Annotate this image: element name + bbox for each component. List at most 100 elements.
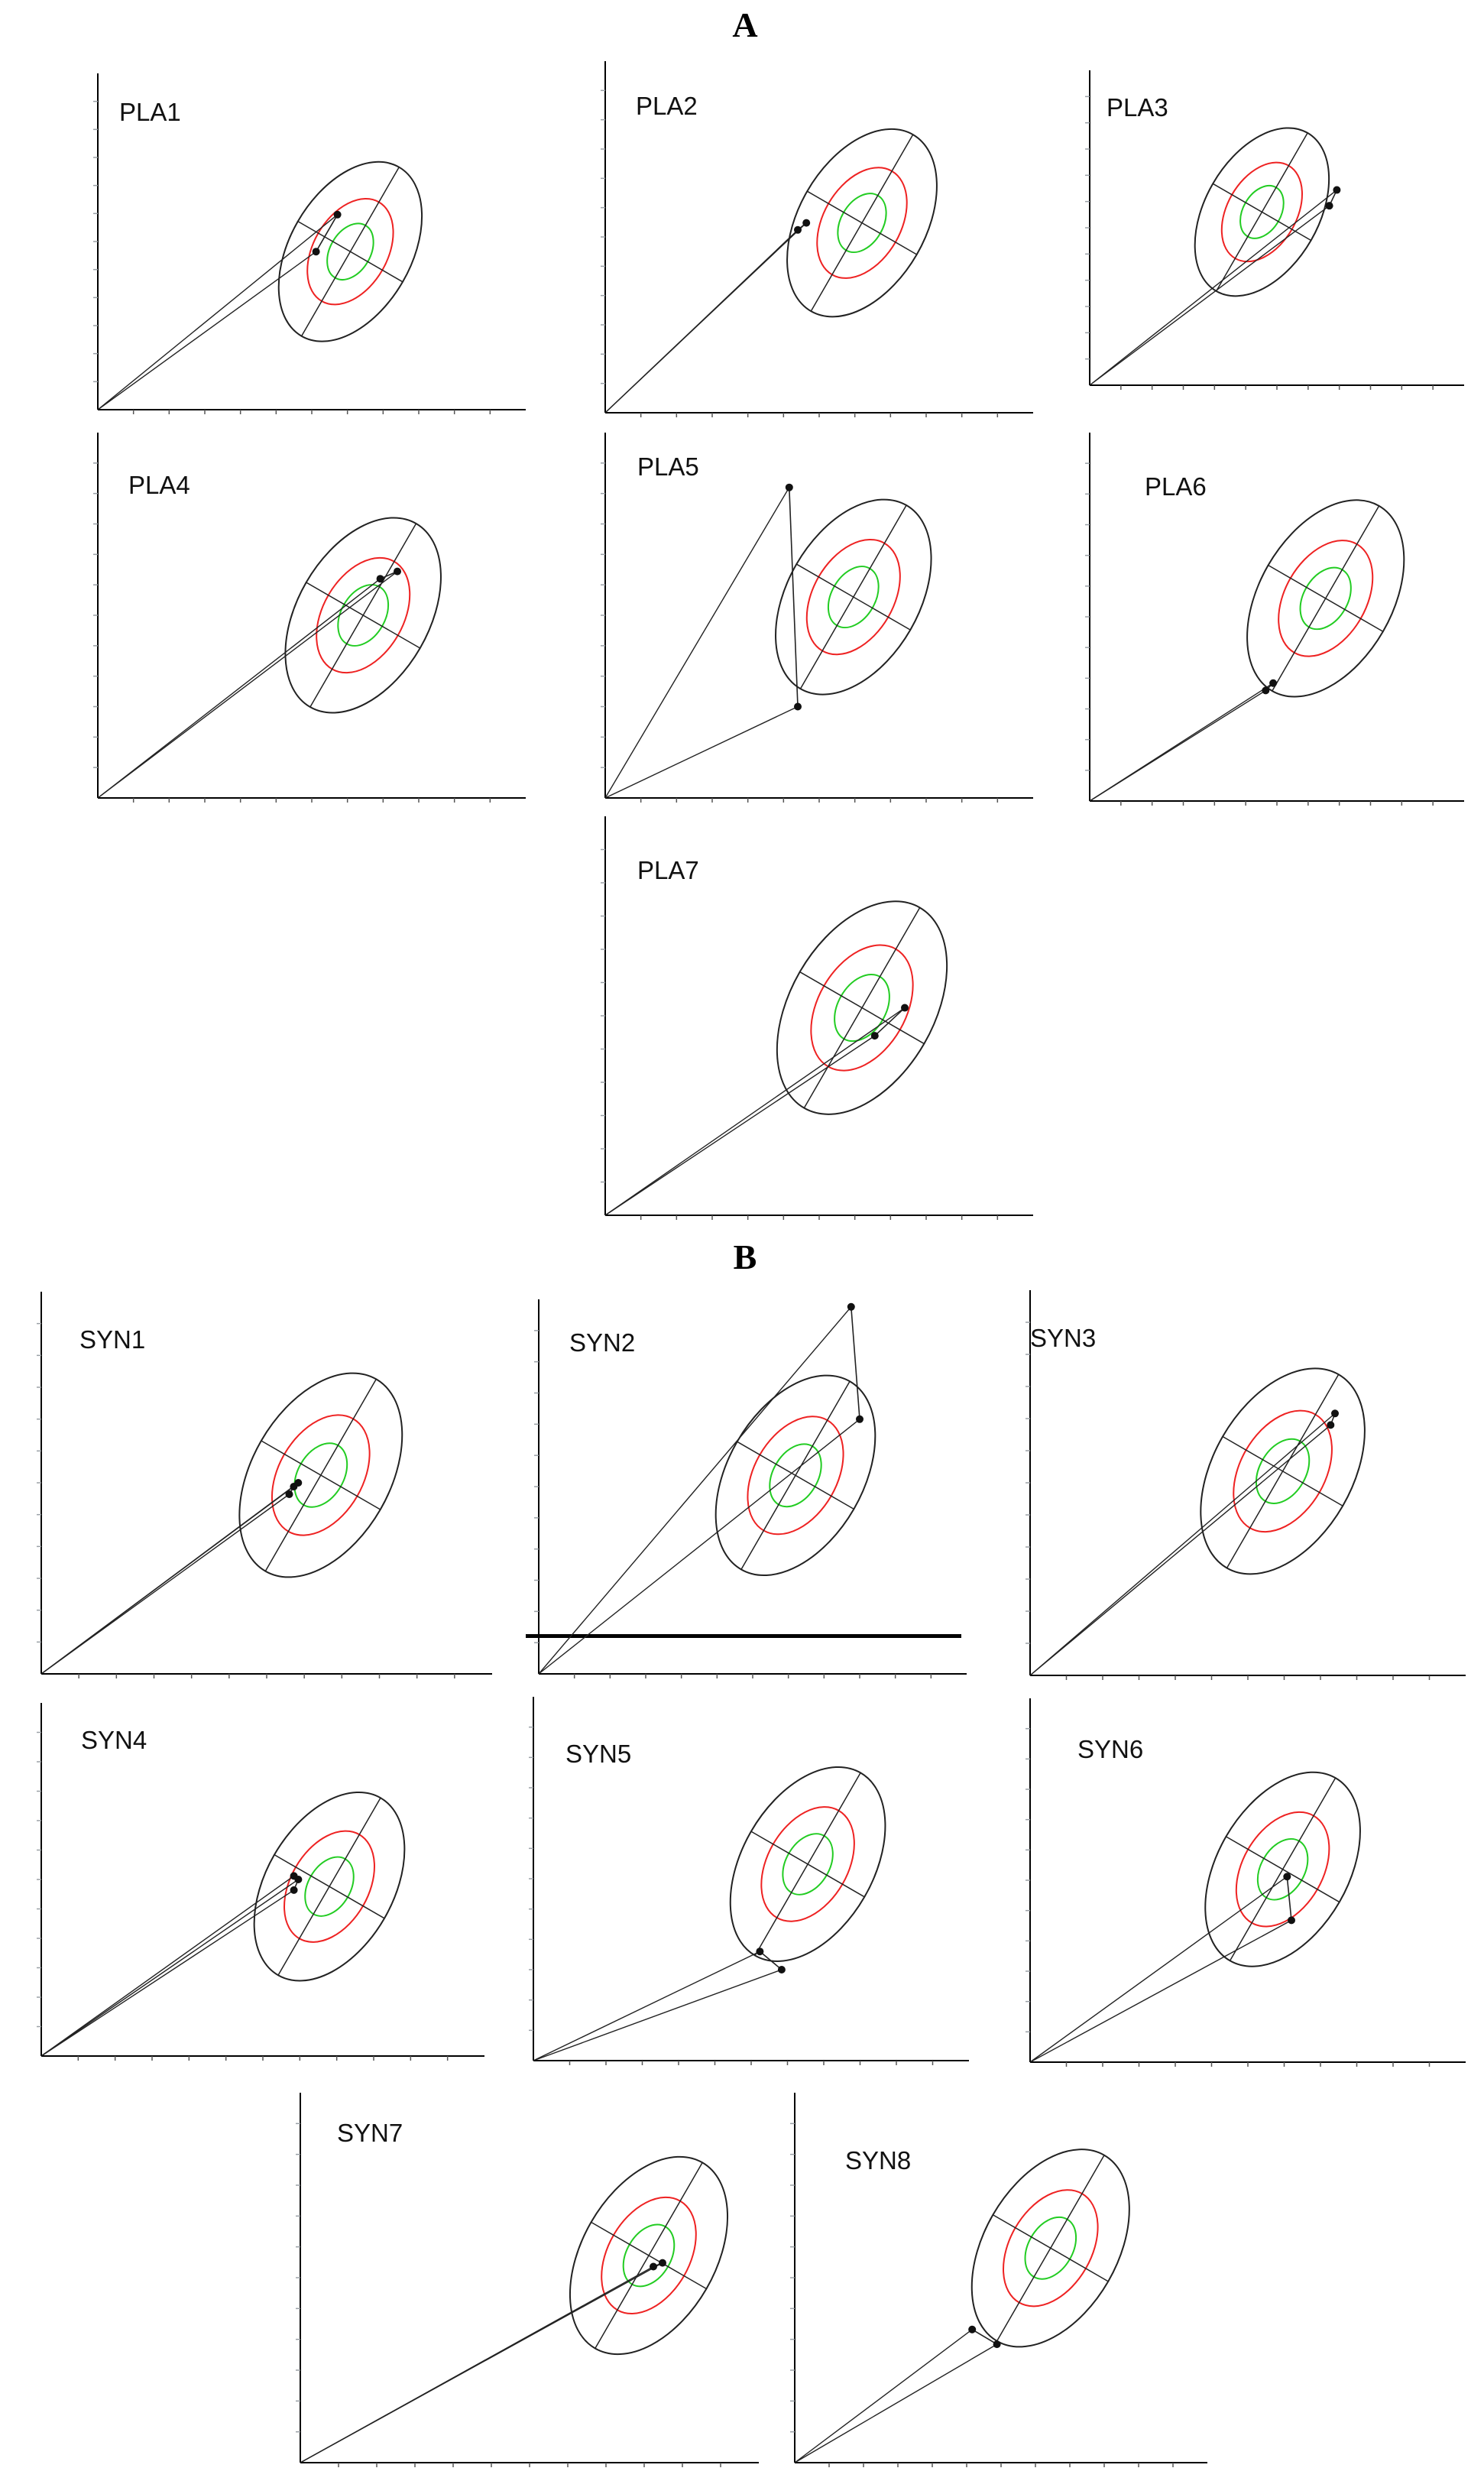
panel-label: SYN7 [337,2119,403,2147]
data-point [650,2262,657,2271]
vector-path [971,2329,998,2345]
impedance-vector [604,1035,876,1216]
vector-path [874,1007,906,1036]
impedance-vector [604,705,799,799]
rxc-panel: SYN3 [1026,1290,1466,1680]
rxc-plot [1085,433,1464,806]
rxc-plot [93,433,526,803]
impedance-vector [1089,190,1337,386]
rxc-plot [1026,1698,1466,2067]
rxc-plot [93,73,526,414]
minor-axis [306,582,421,649]
rxc-panel: SYN6 [1026,1698,1466,2067]
data-point [794,702,802,711]
impedance-vector [41,1493,290,1675]
panel-label: SYN1 [79,1325,146,1354]
impedance-vector [533,1951,760,2061]
minor-axis [1212,183,1311,242]
rxc-plot [534,1299,967,1678]
separator-line [526,1634,961,1638]
impedance-vector [41,1879,299,2057]
rxc-plot [601,61,1033,417]
data-point [1288,1916,1295,1925]
impedance-vector [604,487,790,799]
data-point [1269,679,1278,687]
rxc-panel: PLA7 [601,816,1033,1220]
rxc-panel: PLA5 [601,433,1033,803]
panel-label: SYN8 [845,2146,912,2175]
impedance-vector [41,1482,299,1675]
data-point [802,219,811,227]
data-point [968,2325,977,2333]
rxc-panel: SYN8 [790,2093,1207,2467]
vector-path [1286,1876,1292,1921]
panel-label: PLA1 [119,98,181,126]
rxc-panel: PLA4 [93,433,526,803]
rxc-panel: PLA2 [601,61,1033,417]
panel-label: PLA7 [637,856,699,884]
section-label-a: A [732,5,758,44]
panel-label: PLA2 [636,92,698,120]
vector-path [789,487,799,707]
minor-axis [274,1854,385,1919]
data-point [1283,1873,1291,1881]
panel-label: SYN5 [565,1740,632,1768]
rxc-plot [37,1703,484,2061]
data-point [794,225,802,234]
panel-label: PLA6 [1145,472,1207,501]
vector-path [759,1951,783,1970]
minor-axis [1226,1836,1340,1903]
minor-axis [261,1440,381,1510]
rxc-plot [37,1292,492,1678]
minor-axis [992,2214,1109,2282]
data-point [312,248,320,256]
data-point [1327,1421,1335,1429]
impedance-vector [300,2262,663,2463]
rxc-plot [1085,70,1464,390]
data-point [394,567,401,576]
impedance-vector [538,1419,860,1675]
impedance-vector [97,578,381,799]
panel-label: SYN6 [1077,1735,1144,1763]
impedance-vector [41,1875,295,2057]
impedance-vector [1029,1919,1292,2063]
vector-path [851,1306,860,1419]
data-point [847,1302,855,1311]
rxc-plot [529,1697,969,2065]
impedance-vector [1089,683,1274,802]
impedance-vector [1029,1412,1336,1676]
data-point [285,1490,293,1498]
data-point [333,210,342,219]
data-point [777,1966,786,1973]
rxc-panel: SYN2 [534,1299,967,1678]
data-point [870,1032,879,1040]
minor-axis [799,971,925,1045]
minor-axis [1222,1435,1343,1506]
data-point [785,483,793,491]
impedance-vector [533,1969,783,2061]
rxc-panel: SYN5 [529,1697,969,2065]
impedance-vector [1029,1876,1288,2063]
minor-axis [297,220,403,283]
data-point [756,1948,764,1956]
minor-axis [1268,564,1384,632]
impedance-vector [97,214,339,410]
data-point [294,1479,303,1487]
rxc-panel: PLA3 [1085,70,1464,390]
data-point [659,2259,666,2267]
impedance-vector [97,251,317,410]
impedance-vector [794,2343,997,2463]
impedance-vector [1089,205,1330,386]
minor-axis [750,1831,865,1898]
data-point [1325,202,1333,210]
rxc-plot [601,433,1033,803]
impedance-vector [1029,1424,1331,1676]
panel-label: PLA3 [1107,93,1168,122]
impedance-vector [604,1007,906,1216]
rxc-plot [296,2093,759,2467]
data-point [290,1872,298,1880]
rxc-panel: SYN1 [37,1292,492,1678]
panel-label: SYN3 [1030,1324,1097,1352]
minor-axis [795,563,911,631]
data-point [856,1415,864,1423]
